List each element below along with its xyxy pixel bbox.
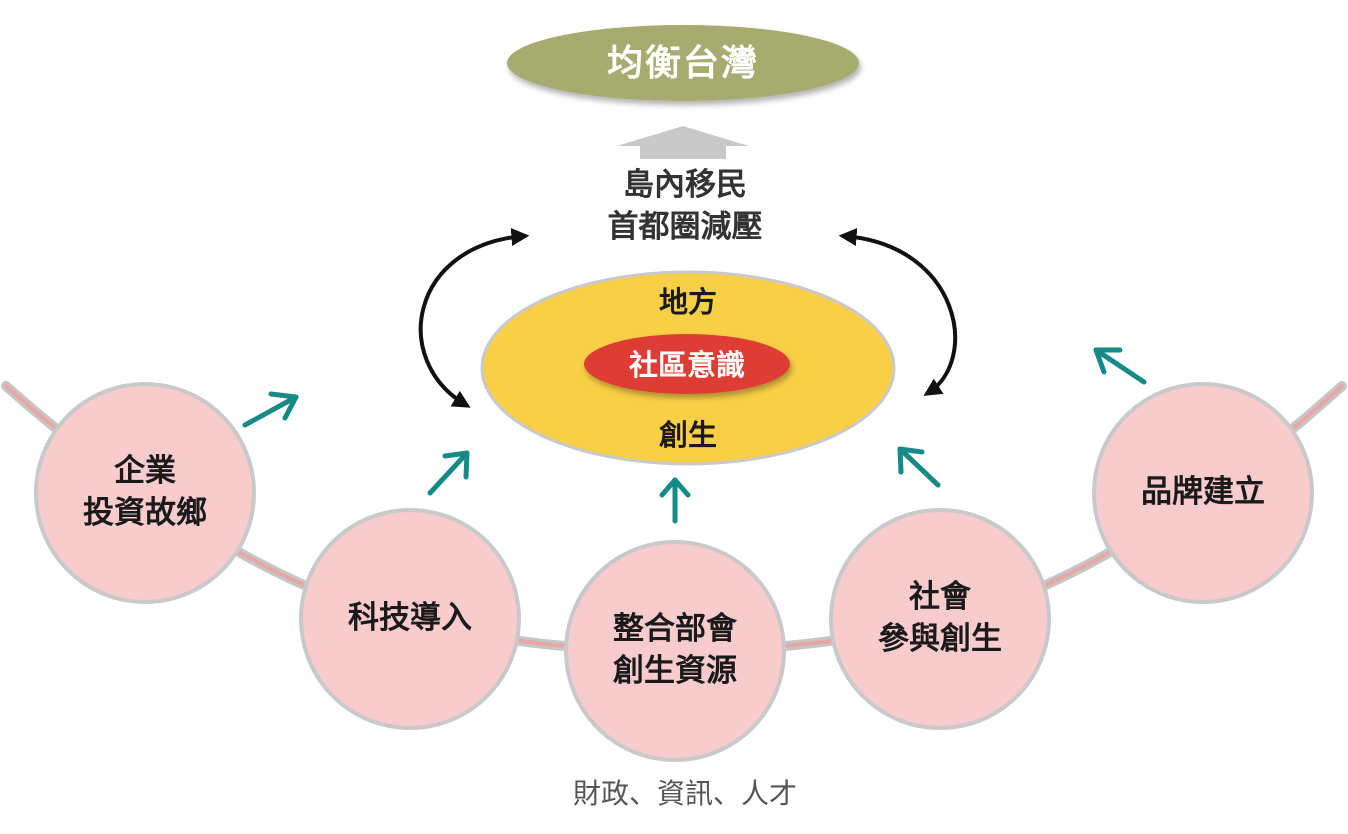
node-brand-building: 品牌建立 bbox=[1092, 382, 1314, 604]
node-line: 創生資源 bbox=[613, 653, 737, 689]
center-bottom-label: 創生 bbox=[658, 418, 717, 452]
node-line: 企業 bbox=[114, 453, 176, 490]
footnote: 財政、資訊、人才 bbox=[572, 777, 797, 810]
goal-ellipse bbox=[507, 25, 859, 101]
node-line: 投資故鄉 bbox=[83, 495, 207, 531]
center-top-label: 地方 bbox=[658, 285, 717, 319]
cycle-arrow-left bbox=[418, 228, 530, 408]
goal-label: 均衡台灣 bbox=[606, 42, 759, 84]
core-label: 社區意識 bbox=[628, 347, 745, 382]
node-circle-1 bbox=[34, 382, 256, 604]
teal-arrow-3 bbox=[659, 477, 691, 524]
middle-line-1: 島內移民 bbox=[623, 167, 747, 203]
node-enterprise-investment: 企業 投資故鄉 bbox=[34, 382, 256, 604]
node-circle-5 bbox=[1092, 382, 1314, 604]
node-social-participation: 社會 參與創生 bbox=[829, 508, 1051, 730]
middle-text: 島內移民 首都圈減壓 bbox=[520, 165, 850, 249]
node-line: 社會 bbox=[909, 579, 971, 616]
node-circle-3 bbox=[564, 540, 786, 762]
node-technology: 科技導入 bbox=[299, 508, 521, 730]
node-line: 科技導入 bbox=[348, 600, 472, 637]
node-integrate-resources: 整合部會 創生資源 bbox=[564, 540, 786, 762]
teal-arrow-2 bbox=[427, 450, 470, 496]
middle-line-2: 首都圈減壓 bbox=[607, 208, 763, 245]
teal-arrow-1 bbox=[242, 391, 299, 428]
teal-arrow-4 bbox=[897, 446, 941, 488]
teal-arrows bbox=[242, 347, 1147, 524]
node-circle-4 bbox=[829, 508, 1051, 730]
node-circle-2 bbox=[299, 508, 521, 730]
node-line: 品牌建立 bbox=[1141, 474, 1265, 511]
node-line: 整合部會 bbox=[613, 611, 737, 648]
core-ellipse bbox=[584, 334, 790, 394]
up-arrow bbox=[617, 126, 749, 159]
teal-arrow-5 bbox=[1093, 347, 1147, 385]
cycle-arrow-right bbox=[838, 228, 958, 396]
node-line: 參與創生 bbox=[878, 621, 1002, 657]
node-circles bbox=[34, 382, 1314, 762]
